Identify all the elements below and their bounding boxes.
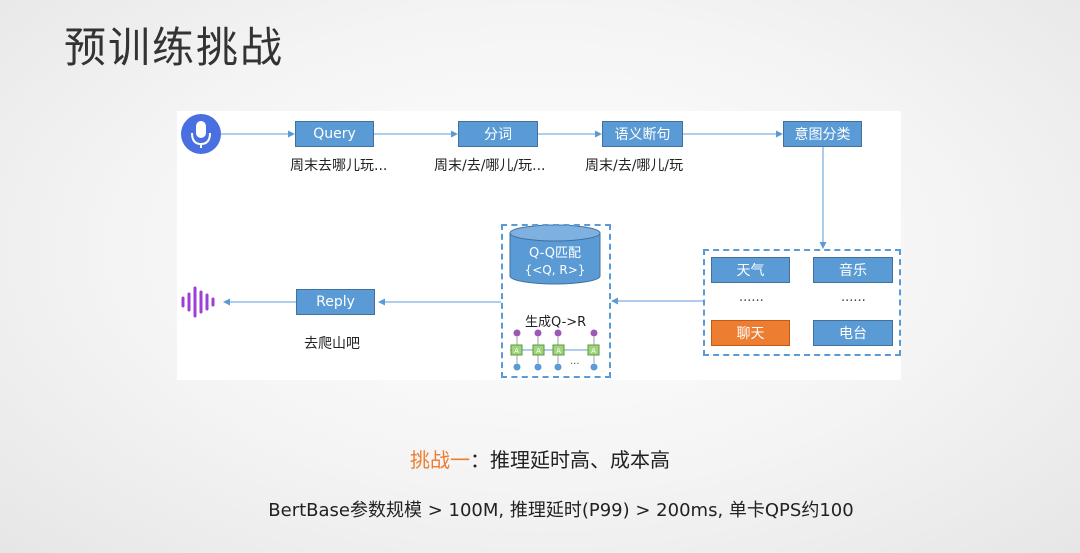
challenge-text: 推理延时高、成本高	[490, 448, 670, 472]
sequence-ellipsis: ...	[570, 356, 580, 367]
sequence-cell-label: A	[591, 347, 596, 355]
intent-classify-box: 意图分类	[783, 121, 862, 147]
voice-wave-icon	[181, 286, 215, 318]
database-subtitle: {<Q, R>}	[524, 263, 586, 277]
details-line: BertBase参数规模 > 100M, 推理延时(P99) > 200ms, …	[268, 500, 854, 521]
sequence-cell-label: A	[514, 347, 519, 355]
microphone-icon	[181, 114, 221, 154]
pipeline-diagram: A A A A Query 周末去哪儿玩... 分词 周末/去/哪儿/玩... 语义断…	[177, 111, 901, 380]
database-label: Q-Q匹配 {<Q, R>}	[510, 245, 600, 279]
intent-music: 音乐	[813, 257, 893, 283]
sequence-cell-label: A	[536, 347, 541, 355]
segmentation-caption: 周末/去/哪儿/玩...	[434, 158, 546, 174]
query-box: Query	[295, 121, 374, 147]
sequence-cell-label: A	[556, 347, 561, 355]
query-caption: 周末去哪儿玩...	[290, 158, 388, 174]
intent-radio: 电台	[813, 320, 893, 346]
intent-ellipsis-right: ......	[841, 290, 866, 305]
generate-label: 生成Q->R	[525, 315, 587, 330]
sentence-break-box: 语义断句	[602, 121, 683, 147]
reply-box: Reply	[296, 289, 375, 315]
challenge-line: 挑战一：推理延时高、成本高	[0, 444, 1080, 473]
database-title: Q-Q匹配	[529, 246, 581, 261]
challenge-prefix: 挑战一	[410, 448, 470, 472]
reply-caption: 去爬山吧	[304, 336, 360, 352]
sentence-break-caption: 周末/去/哪儿/玩	[585, 158, 684, 174]
intent-weather: 天气	[711, 257, 790, 283]
intent-group	[703, 249, 901, 356]
segmentation-box: 分词	[458, 121, 538, 147]
intent-chat: 聊天	[711, 320, 790, 346]
challenge-colon: ：	[470, 448, 490, 472]
qq-match-group	[501, 224, 611, 378]
intent-ellipsis-left: ......	[739, 290, 764, 305]
slide-title: 预训练挑战	[64, 23, 285, 72]
